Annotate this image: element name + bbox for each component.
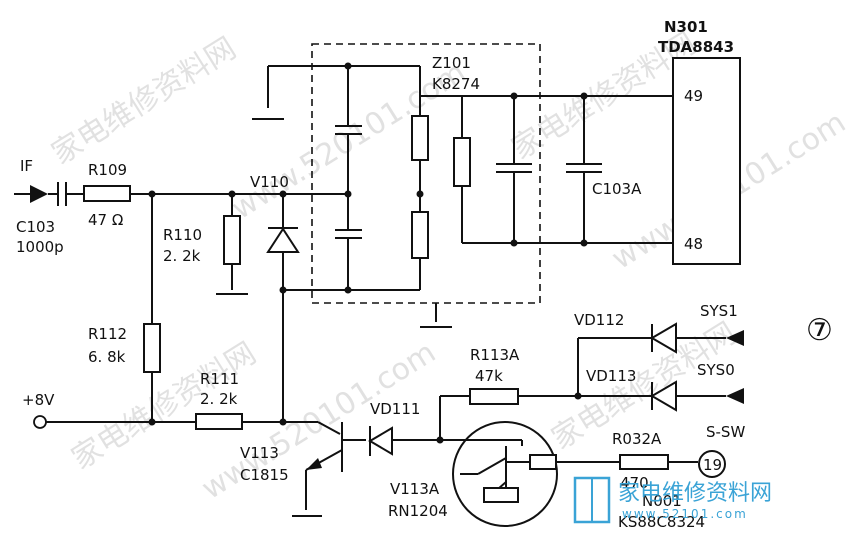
logo-url: www.52101.com <box>622 507 748 521</box>
diode-v110: V110 <box>250 173 300 422</box>
v113-part: C1815 <box>240 466 289 484</box>
pin-48-label: 48 <box>684 235 703 253</box>
z101-ref-label: Z101 <box>432 54 471 72</box>
z101-part-label: K8274 <box>432 75 480 93</box>
r111-label: R111 <box>200 370 239 388</box>
if-label: IF <box>20 157 33 175</box>
r113a-label: R113A <box>470 346 520 364</box>
v113-label: V113 <box>240 444 279 462</box>
r110-label: R110 <box>163 226 202 244</box>
pin-49-label: 49 <box>684 87 703 105</box>
if-input-stage: IF C103 1000p R109 47 Ω <box>14 157 348 256</box>
resistor-r113a: R113A 47k <box>439 346 652 440</box>
c103a-label: C103A <box>592 180 642 198</box>
r112-label: R112 <box>88 325 127 343</box>
r032a-value: 470 <box>620 474 649 492</box>
c103-label: C103 <box>16 218 55 236</box>
site-logo: 家电维修资料网 www.52101.com <box>573 476 772 524</box>
r032a-label: R032A <box>612 430 662 448</box>
r112-value: 6. 8k <box>88 348 126 366</box>
c103-value: 1000p <box>16 238 64 256</box>
v113a-part: RN1204 <box>388 502 448 520</box>
vd113-label: VD113 <box>586 367 636 385</box>
vd112-label: VD112 <box>574 311 624 329</box>
figure-number: ⑦ <box>806 313 833 348</box>
resistor-r110: R110 2. 2k <box>163 194 248 295</box>
ic-part-label: TDA8843 <box>658 38 734 56</box>
v113a-label: V113A <box>390 480 440 498</box>
n001-part: KS88C8324 <box>618 513 705 531</box>
ic-ref-label: N301 <box>664 18 708 36</box>
v110-label: V110 <box>250 173 289 191</box>
watermark-text: 家电维修资料网 <box>46 31 243 172</box>
ic-n301: N301 TDA8843 49 48 <box>658 18 741 265</box>
logo-text: 家电维修资料网 <box>618 481 772 506</box>
r110-value: 2. 2k <box>163 247 201 265</box>
transistor-v113a: V113A RN1204 <box>388 421 620 527</box>
diode-vd111: VD111 <box>368 400 444 456</box>
r113a-value: 47k <box>475 367 503 385</box>
resistor-r032a: R032A 470 <box>612 430 698 492</box>
filter-z101: Z101 K8274 <box>252 43 541 328</box>
r109-value: 47 Ω <box>88 211 123 229</box>
diode-vd113: VD113 SYS0 <box>586 361 744 412</box>
pin-19: 19 S-SW N001 KS88C8324 <box>618 423 745 531</box>
r109-label: R109 <box>88 161 127 179</box>
ssw-label: S-SW <box>706 423 745 441</box>
diode-vd112: VD112 SYS1 <box>574 302 744 396</box>
supply-label: +8V <box>22 391 55 409</box>
resistor-r112: R112 6. 8k <box>88 194 161 422</box>
transistor-v113: V113 C1815 <box>240 421 366 517</box>
n001-label: N001 <box>642 492 682 510</box>
output-network: C103A <box>420 92 672 247</box>
pin-19-label: 19 <box>703 456 722 474</box>
supply-r111: +8V R111 2. 2k <box>22 370 318 430</box>
sys0-label: SYS0 <box>697 361 735 379</box>
vd111-label: VD111 <box>370 400 420 418</box>
sys1-label: SYS1 <box>700 302 738 320</box>
r111-value: 2. 2k <box>200 390 238 408</box>
